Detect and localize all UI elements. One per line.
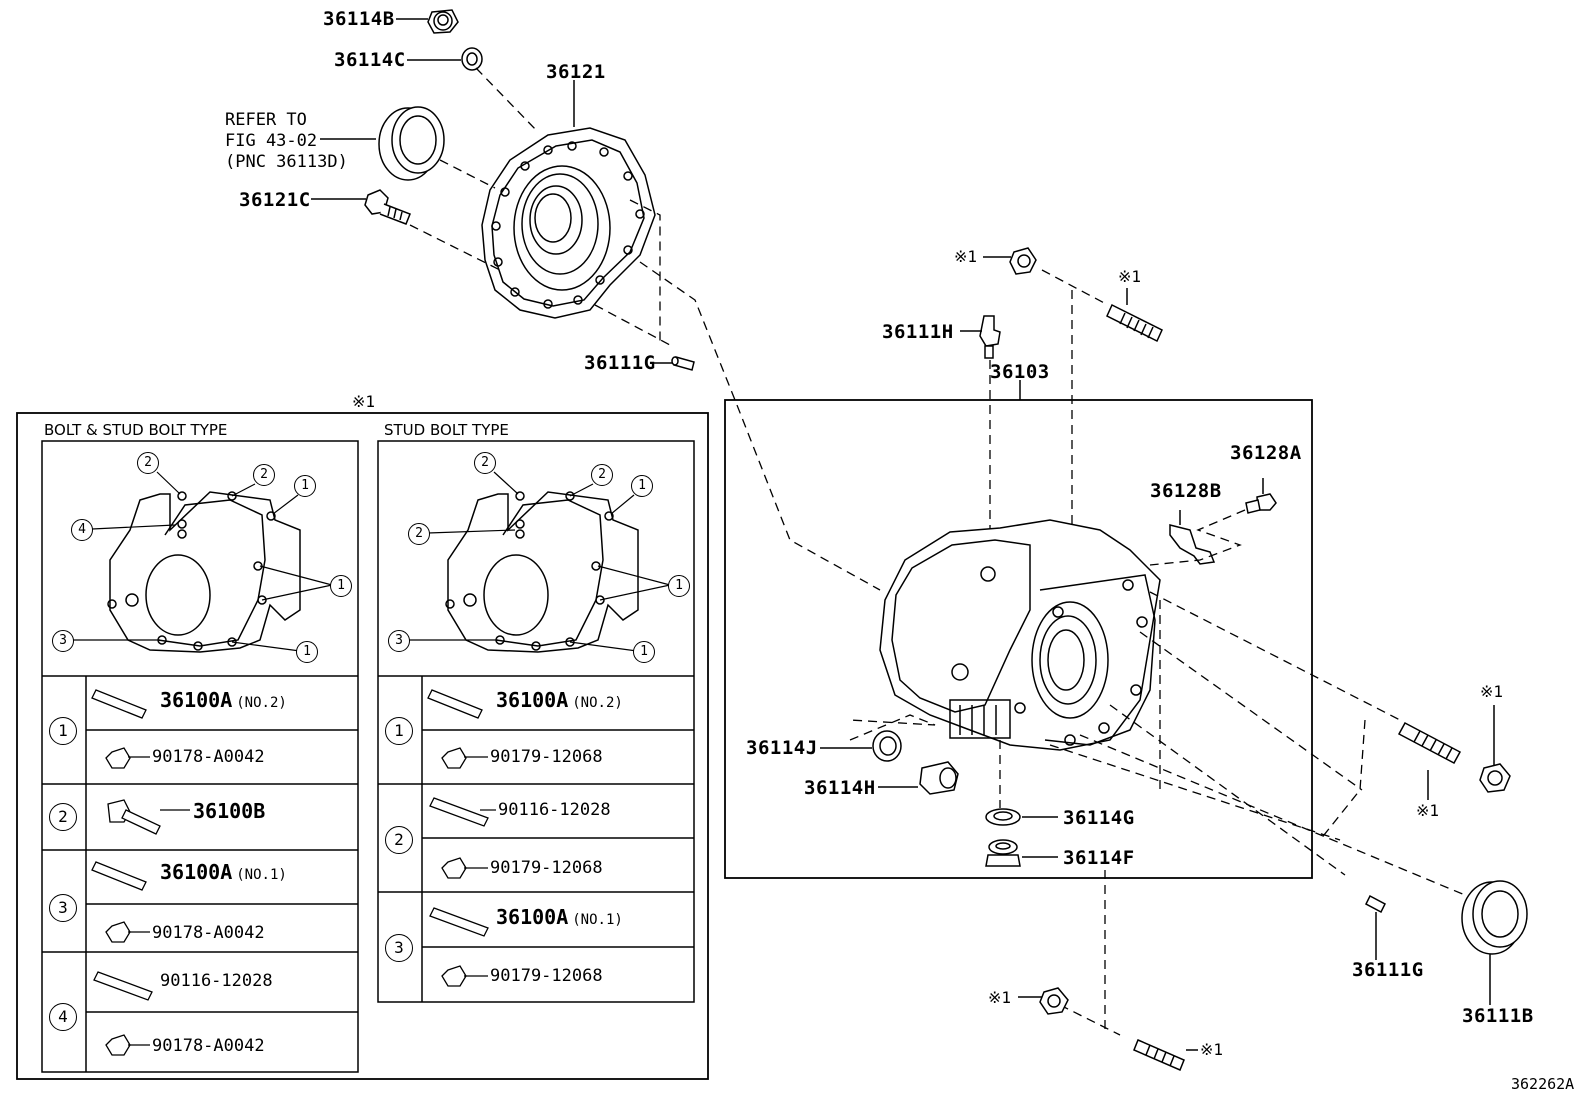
transfer-case-drawing <box>879 519 1161 751</box>
case-36103-frame <box>724 399 1313 879</box>
pin-36111g-bottom-drawing <box>1365 894 1386 914</box>
inset-left-title: BOLT & STUD BOLT TYPE <box>44 421 228 439</box>
assembly-lines-top <box>409 67 881 591</box>
fig-num-1: 1 <box>633 641 655 663</box>
ref-mark-nut-bottom: ※1 <box>988 988 1012 1007</box>
stud-top-drawing <box>1106 288 1163 343</box>
table-part[interactable]: 90116-12028 <box>498 800 611 820</box>
stud-right-drawing <box>1397 721 1462 765</box>
callout-36111h[interactable]: 36111H <box>882 321 954 343</box>
table-part[interactable]: 90179-12068 <box>490 966 603 986</box>
callout-36128b[interactable]: 36128B <box>1150 480 1222 502</box>
bolt-36121c-drawing <box>364 189 411 225</box>
oil-seal-drawing <box>378 106 445 181</box>
fig-num-2: 2 <box>474 452 496 474</box>
bolt-36128a-drawing <box>1245 493 1277 514</box>
callout-36121c[interactable]: 36121C <box>239 189 311 211</box>
gasket-36114g-drawing <box>985 808 1021 826</box>
callout-36114b[interactable]: 36114B <box>323 8 395 30</box>
row-num-3: 3 <box>49 894 77 922</box>
refer-line-2[interactable]: FIG 43-02 <box>225 131 318 151</box>
bracket-36128b-drawing <box>1169 524 1216 565</box>
table-part[interactable]: 90179-12068 <box>490 747 603 767</box>
table-part[interactable]: 90178-A0042 <box>152 747 265 767</box>
callout-36111g-top[interactable]: 36111G <box>584 352 656 374</box>
breather-36111h-drawing <box>979 315 1001 359</box>
callout-36114h[interactable]: 36114H <box>804 777 876 799</box>
fig-num-3: 3 <box>52 630 74 652</box>
assembly-lines-right <box>849 591 1466 1036</box>
table-part[interactable]: 36100B <box>193 799 266 823</box>
nut-bottom-drawing <box>1039 987 1069 1015</box>
cover-36121-drawing <box>481 127 656 319</box>
nut-top-drawing <box>1009 247 1037 275</box>
table-part[interactable]: 36100A(NO.1) <box>160 860 287 884</box>
table-part[interactable]: 90179-12068 <box>490 858 603 878</box>
ref-mark-nut-right: ※1 <box>1480 682 1504 701</box>
fig-num-1: 1 <box>330 575 352 597</box>
callout-36111b[interactable]: 36111B <box>1462 1005 1534 1027</box>
gasket-36114j-drawing <box>872 730 902 762</box>
ref-mark-stud-right: ※1 <box>1416 801 1440 820</box>
plug-36114f-drawing <box>985 839 1021 867</box>
inset-header-mark: ※1 <box>352 392 376 411</box>
plug-36114h-drawing <box>919 761 959 795</box>
row-num-2: 2 <box>385 826 413 854</box>
fig-num-3: 3 <box>388 630 410 652</box>
ref-mark-nut-top: ※1 <box>954 247 978 266</box>
inset-left-sketch <box>107 491 301 653</box>
fig-num-1: 1 <box>294 475 316 497</box>
table-part[interactable]: 90178-A0042 <box>152 1036 265 1056</box>
inset-right-sketch <box>445 491 639 653</box>
row-num-1: 1 <box>49 717 77 745</box>
row-num-4: 4 <box>49 1003 77 1031</box>
fig-num-1: 1 <box>668 575 690 597</box>
inset-frame <box>16 412 709 1080</box>
row-num-3: 3 <box>385 934 413 962</box>
refer-line-3: (PNC 36113D) <box>225 152 348 172</box>
inset-part-icons <box>91 689 489 1056</box>
plug-36114b-drawing <box>427 9 459 34</box>
fig-num-2: 2 <box>591 464 613 486</box>
callout-36114c[interactable]: 36114C <box>334 49 406 71</box>
fig-num-2: 2 <box>253 464 275 486</box>
fig-num-1: 1 <box>631 475 653 497</box>
fig-num-1: 1 <box>296 641 318 663</box>
table-part[interactable]: 36100A(NO.2) <box>160 688 287 712</box>
inset-right-title: STUD BOLT TYPE <box>384 421 509 439</box>
callout-36114f[interactable]: 36114F <box>1063 847 1135 869</box>
stud-bottom-drawing <box>1133 1039 1185 1071</box>
table-part[interactable]: 36100A(NO.2) <box>496 688 623 712</box>
refer-line-1: REFER TO <box>225 110 307 130</box>
row-num-1: 1 <box>385 717 413 745</box>
drawing-number: 362262A <box>1511 1075 1575 1093</box>
callout-36114j[interactable]: 36114J <box>746 737 818 759</box>
callout-36128a[interactable]: 36128A <box>1230 442 1302 464</box>
callout-36103[interactable]: 36103 <box>990 361 1050 383</box>
fig-num-2: 2 <box>137 452 159 474</box>
fig-num-2: 2 <box>408 523 430 545</box>
callout-36114g[interactable]: 36114G <box>1063 807 1135 829</box>
callout-36111g-bottom[interactable]: 36111G <box>1352 959 1424 981</box>
seal-36111b-drawing <box>1461 880 1528 955</box>
table-part[interactable]: 90178-A0042 <box>152 923 265 943</box>
pin-36111g-top-drawing <box>671 356 695 371</box>
fig-num-4: 4 <box>71 519 93 541</box>
ref-mark-stud-top: ※1 <box>1118 267 1142 286</box>
callout-36121[interactable]: 36121 <box>546 61 606 83</box>
table-part[interactable]: 90116-12028 <box>160 971 273 991</box>
row-num-2: 2 <box>49 803 77 831</box>
table-part[interactable]: 36100A(NO.1) <box>496 905 623 929</box>
ref-mark-stud-bottom: ※1 <box>1200 1040 1224 1059</box>
gasket-36114c-drawing <box>461 47 483 71</box>
nut-right-drawing <box>1479 763 1511 793</box>
